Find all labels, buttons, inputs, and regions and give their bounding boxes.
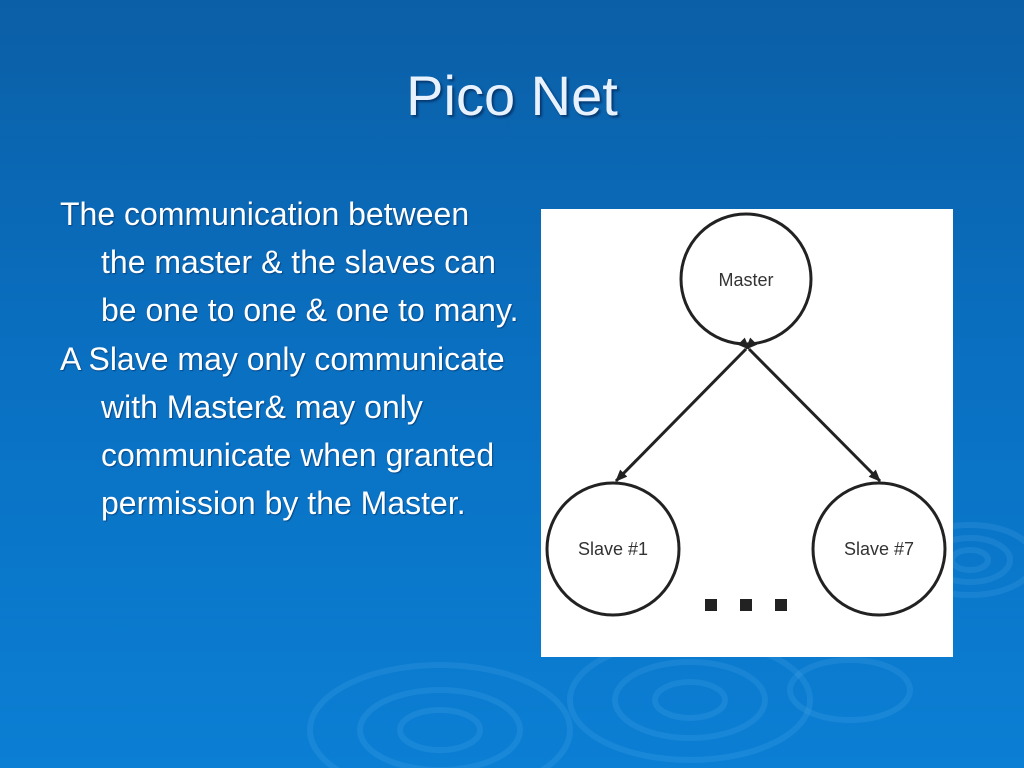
bullet-item: The communication between the master & t… [60, 190, 520, 334]
ellipsis-dots [705, 599, 787, 611]
bullet-item: A Slave may only communicate with Master… [60, 335, 520, 527]
slave-node-left: Slave #1 [545, 481, 681, 617]
piconet-diagram: Master Slave #1 Slave #7 [541, 209, 953, 657]
bullet-list: The communication between the master & t… [60, 190, 520, 528]
bullet-text: A Slave may only communicate with Master… [60, 341, 505, 521]
master-node: Master [679, 212, 813, 346]
slave-node-right: Slave #7 [811, 481, 947, 617]
master-label: Master [718, 270, 773, 290]
slide-title: Pico Net [406, 64, 618, 127]
slave-left-label: Slave #1 [578, 539, 648, 559]
bullet-text: The communication between the master & t… [60, 196, 519, 328]
link-arrow-left [614, 337, 758, 483]
link-arrow-right [737, 337, 882, 483]
slave-right-label: Slave #7 [844, 539, 914, 559]
